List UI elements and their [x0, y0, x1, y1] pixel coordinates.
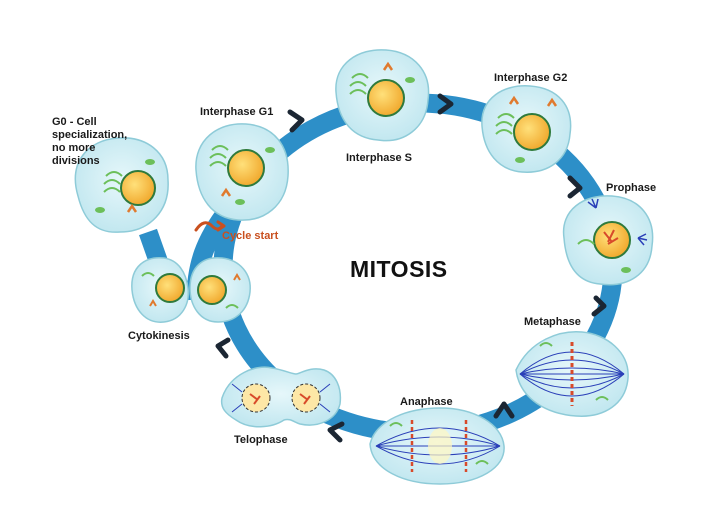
cell-cytokinesis: [131, 257, 251, 323]
label-interphase-g2: Interphase G2: [494, 72, 568, 84]
cell-anaphase: [369, 407, 505, 485]
label-interphase-s: Interphase S: [346, 152, 413, 164]
cell-prophase: [562, 195, 654, 286]
cell-g0: [74, 137, 169, 233]
label-anaphase: Anaphase: [400, 396, 453, 408]
diagram-title: MITOSIS: [350, 256, 448, 282]
cell-telophase: [220, 366, 342, 428]
label-cytokinesis: Cytokinesis: [128, 330, 190, 342]
label-g0: G0 - Cell specialization, no more divisi…: [52, 116, 128, 167]
cell-metaphase: [515, 331, 629, 417]
label-metaphase: Metaphase: [524, 316, 581, 328]
cycle-start-arrowhead: [216, 220, 226, 232]
label-cycle-start: Cycle start: [222, 230, 279, 242]
label-prophase: Prophase: [606, 182, 657, 194]
label-interphase-g1: Interphase G1: [200, 106, 274, 118]
cell-interphase-s: [335, 49, 430, 142]
label-telophase: Telophase: [234, 434, 288, 446]
cell-interphase-g1: [195, 123, 289, 221]
cell-interphase-g2: [481, 85, 572, 173]
chevron-arrow-icon: [215, 93, 607, 443]
